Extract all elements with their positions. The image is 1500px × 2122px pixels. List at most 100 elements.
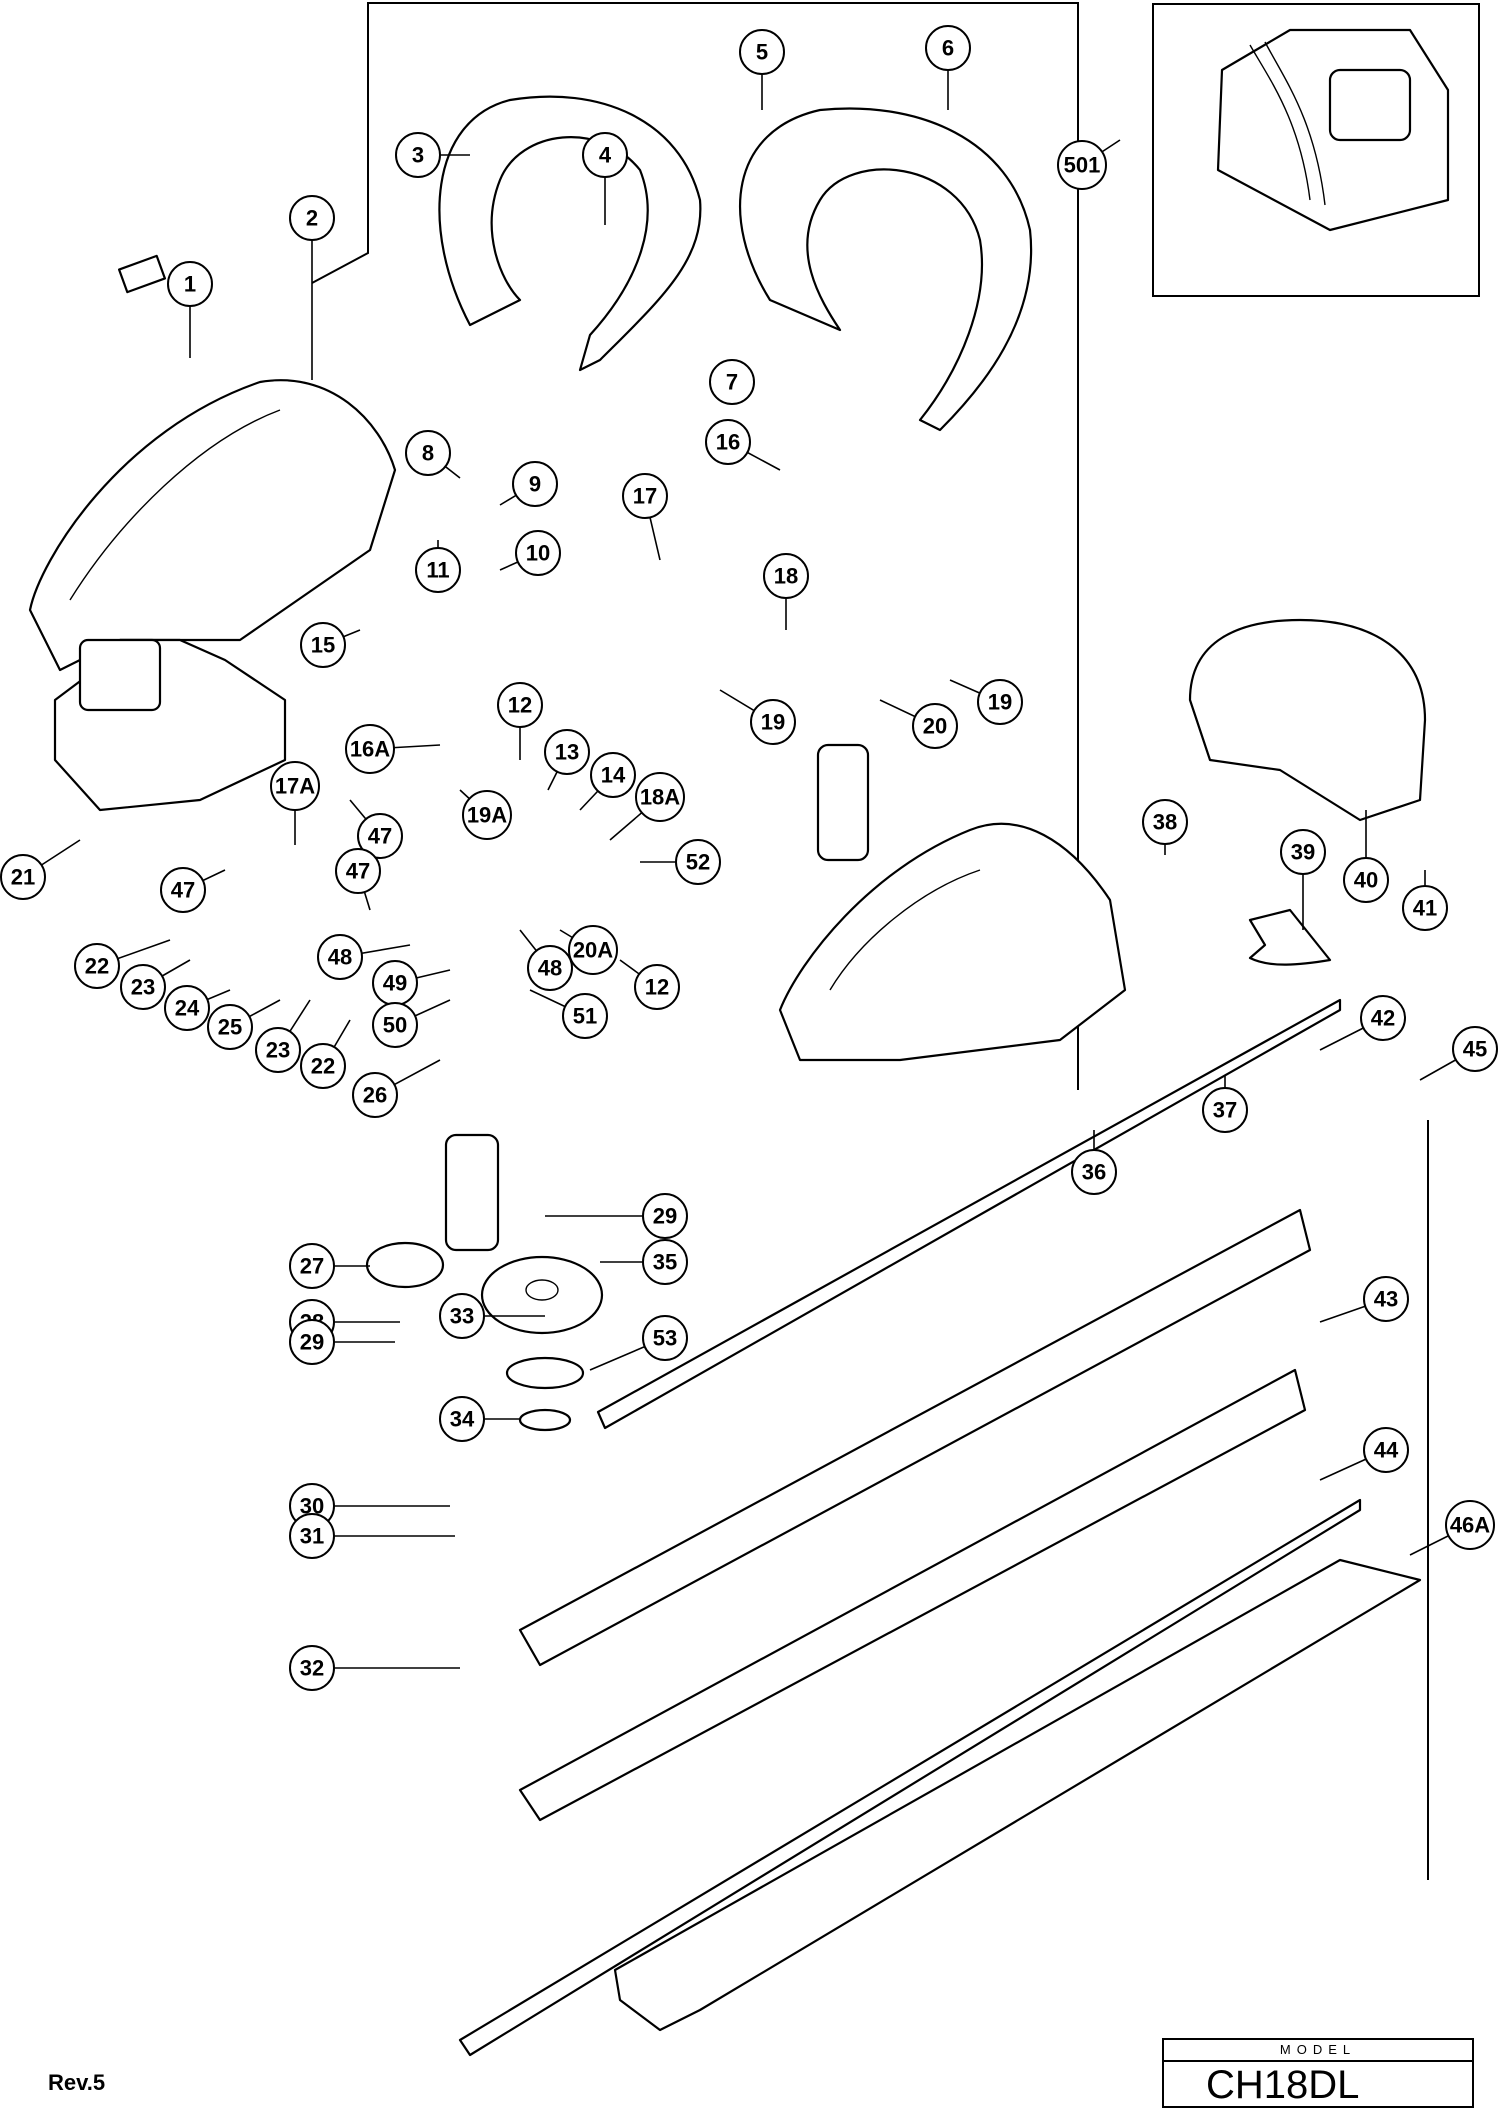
callout-tube: 48 xyxy=(317,934,363,980)
hand-guard xyxy=(1188,618,1427,822)
callout-circle xyxy=(289,1513,335,1559)
callout-number: 36 xyxy=(1082,1160,1106,1185)
callout-circle xyxy=(462,790,512,840)
callout-internal-wire: 19A xyxy=(462,790,512,840)
callout-circle xyxy=(590,752,636,798)
callout-bushing: 11 xyxy=(415,547,461,593)
callout-circle xyxy=(317,934,363,980)
callout-tube: 48 xyxy=(527,945,573,991)
callout-lever: 9 xyxy=(512,461,558,507)
callout-terminal: 23 xyxy=(120,964,166,1010)
callout-circle xyxy=(675,839,721,885)
callout-crank: 34 xyxy=(439,1396,485,1442)
callout-circle xyxy=(1280,829,1326,875)
callout-number: 3 xyxy=(412,143,424,168)
callout-internal-wire: 20A xyxy=(568,925,618,975)
callout-number: 6 xyxy=(942,36,954,61)
callout-circle xyxy=(1363,1427,1409,1473)
callout-wire: 52 xyxy=(675,839,721,885)
callout-number: 43 xyxy=(1374,1287,1398,1312)
callout-circle xyxy=(405,430,451,476)
callout-circle xyxy=(1057,140,1107,190)
callout-number: 16 xyxy=(716,430,740,455)
blade-top-rail xyxy=(596,998,1342,1430)
callout-number: 48 xyxy=(328,945,352,970)
callout-number: 19A xyxy=(467,803,507,828)
callout-circle xyxy=(642,1239,688,1285)
callout-internal-wire: 16A xyxy=(345,724,395,774)
callout-number: 44 xyxy=(1374,1438,1399,1463)
callout-number: 22 xyxy=(85,954,109,979)
callout-number: 5 xyxy=(756,40,768,65)
callout-number: 18A xyxy=(640,785,680,810)
callout-number: 12 xyxy=(645,975,669,1000)
callout-number: 51 xyxy=(573,1004,597,1029)
callout-internal-wire: 20 xyxy=(912,703,958,749)
callout-wire: 51 xyxy=(562,993,608,1039)
plate-53 xyxy=(505,1356,585,1390)
callout-circle xyxy=(634,964,680,1010)
callout-circle xyxy=(544,729,590,775)
callout-terminal: 23 xyxy=(255,1027,301,1073)
callout-circle xyxy=(207,1004,253,1050)
callout-circle xyxy=(1360,995,1406,1041)
callout-number: 501 xyxy=(1064,153,1101,178)
crank-34 xyxy=(518,1408,572,1432)
callout-circle xyxy=(622,473,668,519)
callout-circle xyxy=(763,553,809,599)
callout-number: 1 xyxy=(184,272,196,297)
callout-spring: 8 xyxy=(405,430,451,476)
callout-circle xyxy=(1363,1276,1409,1322)
callout-circle xyxy=(289,1645,335,1691)
callout-circle xyxy=(562,993,608,1039)
callout-number: 53 xyxy=(653,1326,677,1351)
callout-circle xyxy=(977,679,1023,725)
callout-nut: 42 xyxy=(1360,995,1406,1041)
callout-screw: 32 xyxy=(289,1645,335,1691)
bracket-39 xyxy=(1248,908,1332,966)
revision-label: Rev.5 xyxy=(48,2070,106,2095)
callout-number: 10 xyxy=(526,541,550,566)
callout-circle xyxy=(635,772,685,822)
callout-number: 23 xyxy=(266,1038,290,1063)
callout-number: 18 xyxy=(774,564,798,589)
callout-number: 14 xyxy=(601,763,626,788)
callout-number: 47 xyxy=(346,859,370,884)
front-handle-cover xyxy=(438,95,702,372)
callout-nut: 38 xyxy=(1142,799,1188,845)
blade-cover xyxy=(613,1558,1422,2032)
callout-bushing: 7 xyxy=(709,359,755,405)
callout-number: 38 xyxy=(1153,810,1177,835)
callout-blade-assembly: 45 xyxy=(1452,1026,1498,1072)
callout-number: 29 xyxy=(653,1204,677,1229)
blade-upper xyxy=(518,1208,1312,1667)
callout-internal-wire: 19 xyxy=(750,699,796,745)
callout-circle xyxy=(439,1293,485,1339)
callout-circle xyxy=(289,195,335,241)
callout-number: 17A xyxy=(275,774,315,799)
gear-35 xyxy=(480,1255,604,1335)
callout-number: 16A xyxy=(350,737,390,762)
assembly-brackets xyxy=(311,2,1429,1880)
callout-plate: 53 xyxy=(642,1315,688,1361)
callout-number: 19 xyxy=(761,710,785,735)
callout-circle xyxy=(1343,857,1389,903)
callout-number: 20 xyxy=(923,714,947,739)
callout-circle xyxy=(1071,1149,1117,1195)
callout-number: 46A xyxy=(1450,1513,1490,1538)
callout-terminal: 17A xyxy=(270,761,320,811)
callout-circle xyxy=(568,925,618,975)
callout-pad: 15 xyxy=(300,622,346,668)
callout-collar: 43 xyxy=(1363,1276,1409,1322)
callout-circle xyxy=(345,724,395,774)
callout-circle xyxy=(439,1396,485,1442)
callout-circle xyxy=(750,699,796,745)
callout-housing-a: 2 xyxy=(289,195,335,241)
callout-circle xyxy=(270,761,320,811)
callout-circle xyxy=(300,1043,346,1089)
housing-a xyxy=(28,379,397,672)
callout-number: 8 xyxy=(422,441,434,466)
callout-screw: 4 xyxy=(582,132,628,178)
callout-terminal: 25 xyxy=(207,1004,253,1050)
callout-number: 27 xyxy=(300,1254,324,1279)
